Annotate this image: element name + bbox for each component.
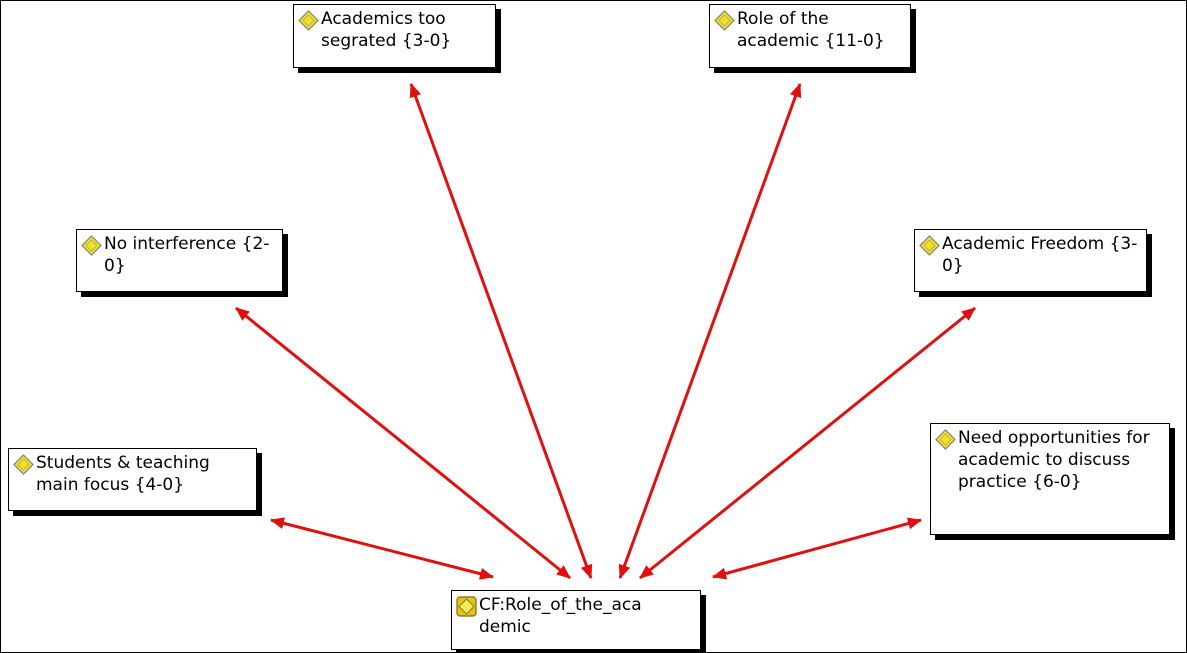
code-node-no-interference[interactable]: No interference {2-0} bbox=[76, 229, 283, 292]
node-label: Academic Freedom {3-0} bbox=[942, 234, 1138, 276]
code-icon bbox=[714, 10, 735, 31]
node-label: Need opportunities for academic to discu… bbox=[958, 428, 1150, 492]
node-label: No interference {2-0} bbox=[104, 234, 270, 276]
link-core-academic-freedom[interactable] bbox=[639, 306, 976, 580]
node-label: CF:Role_of_the_aca demic bbox=[479, 595, 642, 637]
code-node-academic-freedom[interactable]: Academic Freedom {3-0} bbox=[914, 229, 1147, 292]
code-icon bbox=[919, 235, 940, 256]
code-node-students-teaching[interactable]: Students & teaching main focus {4-0} bbox=[8, 448, 257, 511]
code-node-role-of-the-academic[interactable]: Role of the academic {11-0} bbox=[709, 4, 911, 68]
code-family-node-role-of-the-academic[interactable]: CF:Role_of_the_aca demic bbox=[451, 590, 701, 650]
code-node-need-opportunities[interactable]: Need opportunities for academic to discu… bbox=[930, 423, 1170, 535]
link-core-students-teaching[interactable] bbox=[270, 517, 494, 580]
node-label: Role of the academic {11-0} bbox=[737, 9, 885, 51]
code-icon bbox=[13, 454, 34, 475]
link-core-need-opportunities[interactable] bbox=[712, 517, 922, 580]
link-core-role-academic[interactable] bbox=[618, 83, 802, 579]
link-core-academics-segregated[interactable] bbox=[409, 83, 593, 579]
link-core-no-interference[interactable] bbox=[235, 306, 571, 580]
node-label: Academics too segrated {3-0} bbox=[321, 9, 452, 51]
code-family-icon bbox=[456, 596, 477, 617]
node-label: Students & teaching main focus {4-0} bbox=[36, 453, 210, 495]
code-icon bbox=[298, 10, 319, 31]
code-icon bbox=[935, 429, 956, 450]
code-icon bbox=[81, 235, 102, 256]
code-node-academics-too-segrated[interactable]: Academics too segrated {3-0} bbox=[293, 4, 496, 68]
